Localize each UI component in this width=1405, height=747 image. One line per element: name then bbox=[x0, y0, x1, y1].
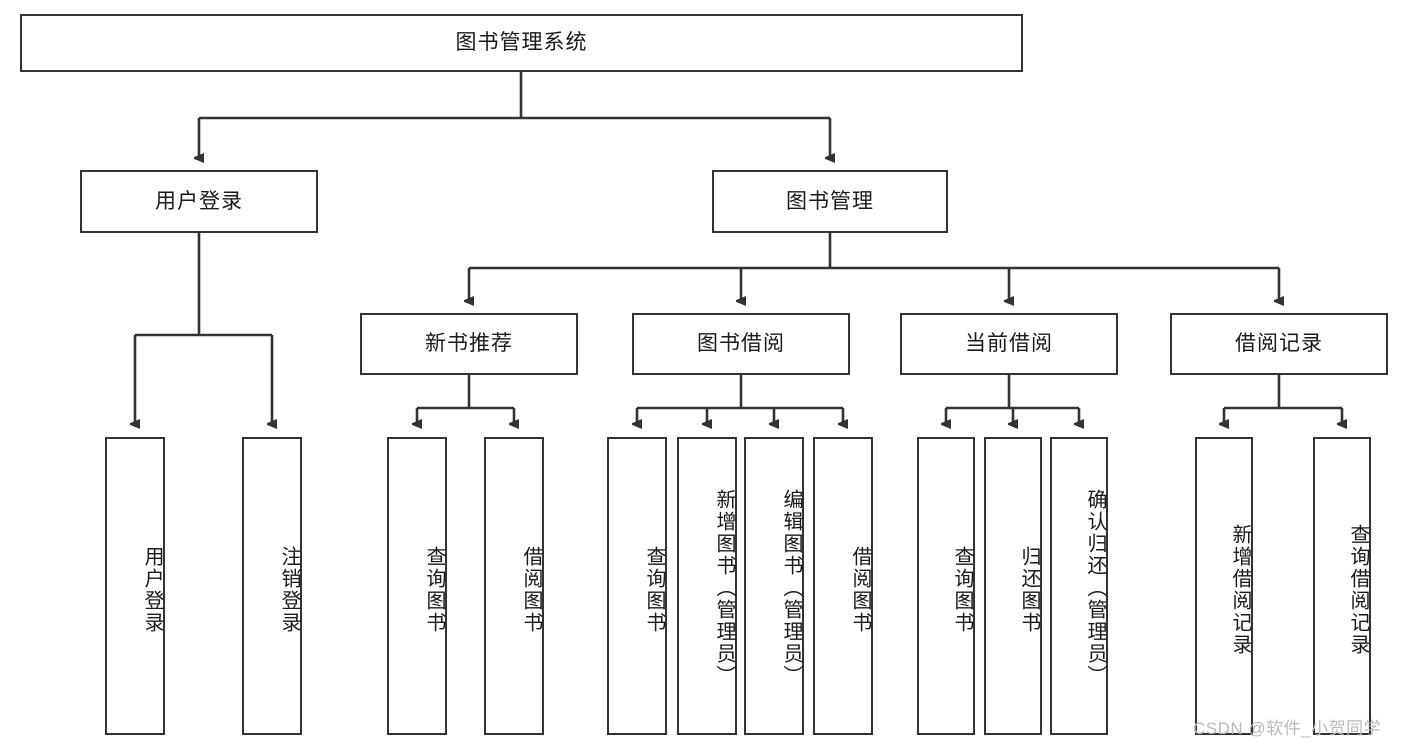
leaf-add-borrow-record-label: 新增借阅记录 bbox=[1229, 524, 1251, 656]
node-new-book-recommend-label: 新书推荐 bbox=[425, 332, 513, 356]
node-book-borrow-label: 图书借阅 bbox=[697, 332, 785, 356]
leaf-query-book-recommend-label: 查询图书 bbox=[423, 546, 445, 634]
leaf-query-book-current[interactable]: 查询图书 bbox=[917, 437, 975, 735]
leaf-borrow-book-recommend[interactable]: 借阅图书 bbox=[484, 437, 544, 735]
leaf-user-login-label: 用户登录 bbox=[141, 546, 163, 634]
leaf-return-book-label: 归还图书 bbox=[1018, 546, 1040, 634]
node-book-borrow[interactable]: 图书借阅 bbox=[632, 313, 850, 375]
node-root[interactable]: 图书管理系统 bbox=[20, 14, 1023, 72]
node-book-management-label: 图书管理 bbox=[786, 189, 874, 213]
leaf-query-borrow-record[interactable]: 查询借阅记录 bbox=[1313, 437, 1371, 735]
node-current-borrow[interactable]: 当前借阅 bbox=[900, 313, 1118, 375]
leaf-borrow-book[interactable]: 借阅图书 bbox=[813, 437, 873, 735]
leaf-confirm-return-admin-label: 确认归还（管理员） bbox=[1084, 489, 1106, 687]
leaf-add-book-admin[interactable]: 新增图书（管理员） bbox=[677, 437, 737, 735]
node-new-book-recommend[interactable]: 新书推荐 bbox=[360, 313, 578, 375]
leaf-borrow-book-recommend-label: 借阅图书 bbox=[520, 546, 542, 634]
leaf-query-book-borrow-label: 查询图书 bbox=[643, 546, 665, 634]
leaf-confirm-return-admin[interactable]: 确认归还（管理员） bbox=[1050, 437, 1108, 735]
node-current-borrow-label: 当前借阅 bbox=[965, 332, 1053, 356]
node-borrow-record[interactable]: 借阅记录 bbox=[1170, 313, 1388, 375]
leaf-edit-book-admin-label: 编辑图书（管理员） bbox=[780, 489, 802, 687]
leaf-query-book-borrow[interactable]: 查询图书 bbox=[607, 437, 667, 735]
leaf-query-borrow-record-label: 查询借阅记录 bbox=[1347, 524, 1369, 656]
leaf-edit-book-admin[interactable]: 编辑图书（管理员） bbox=[744, 437, 804, 735]
leaf-borrow-book-label: 借阅图书 bbox=[849, 546, 871, 634]
leaf-query-book-recommend[interactable]: 查询图书 bbox=[387, 437, 447, 735]
node-book-management[interactable]: 图书管理 bbox=[712, 170, 948, 233]
leaf-return-book[interactable]: 归还图书 bbox=[984, 437, 1042, 735]
node-user-login[interactable]: 用户登录 bbox=[80, 170, 318, 233]
leaf-add-borrow-record[interactable]: 新增借阅记录 bbox=[1195, 437, 1253, 735]
node-root-label: 图书管理系统 bbox=[455, 31, 588, 55]
csdn-watermark: CSDN @软件_小贺同学 bbox=[1193, 719, 1382, 738]
leaf-logout-label: 注销登录 bbox=[278, 546, 300, 634]
node-user-login-label: 用户登录 bbox=[155, 189, 243, 213]
node-borrow-record-label: 借阅记录 bbox=[1235, 332, 1323, 356]
leaf-add-book-admin-label: 新增图书（管理员） bbox=[713, 489, 735, 687]
leaf-user-login[interactable]: 用户登录 bbox=[105, 437, 165, 735]
leaf-logout[interactable]: 注销登录 bbox=[242, 437, 302, 735]
leaf-query-book-current-label: 查询图书 bbox=[951, 546, 973, 634]
